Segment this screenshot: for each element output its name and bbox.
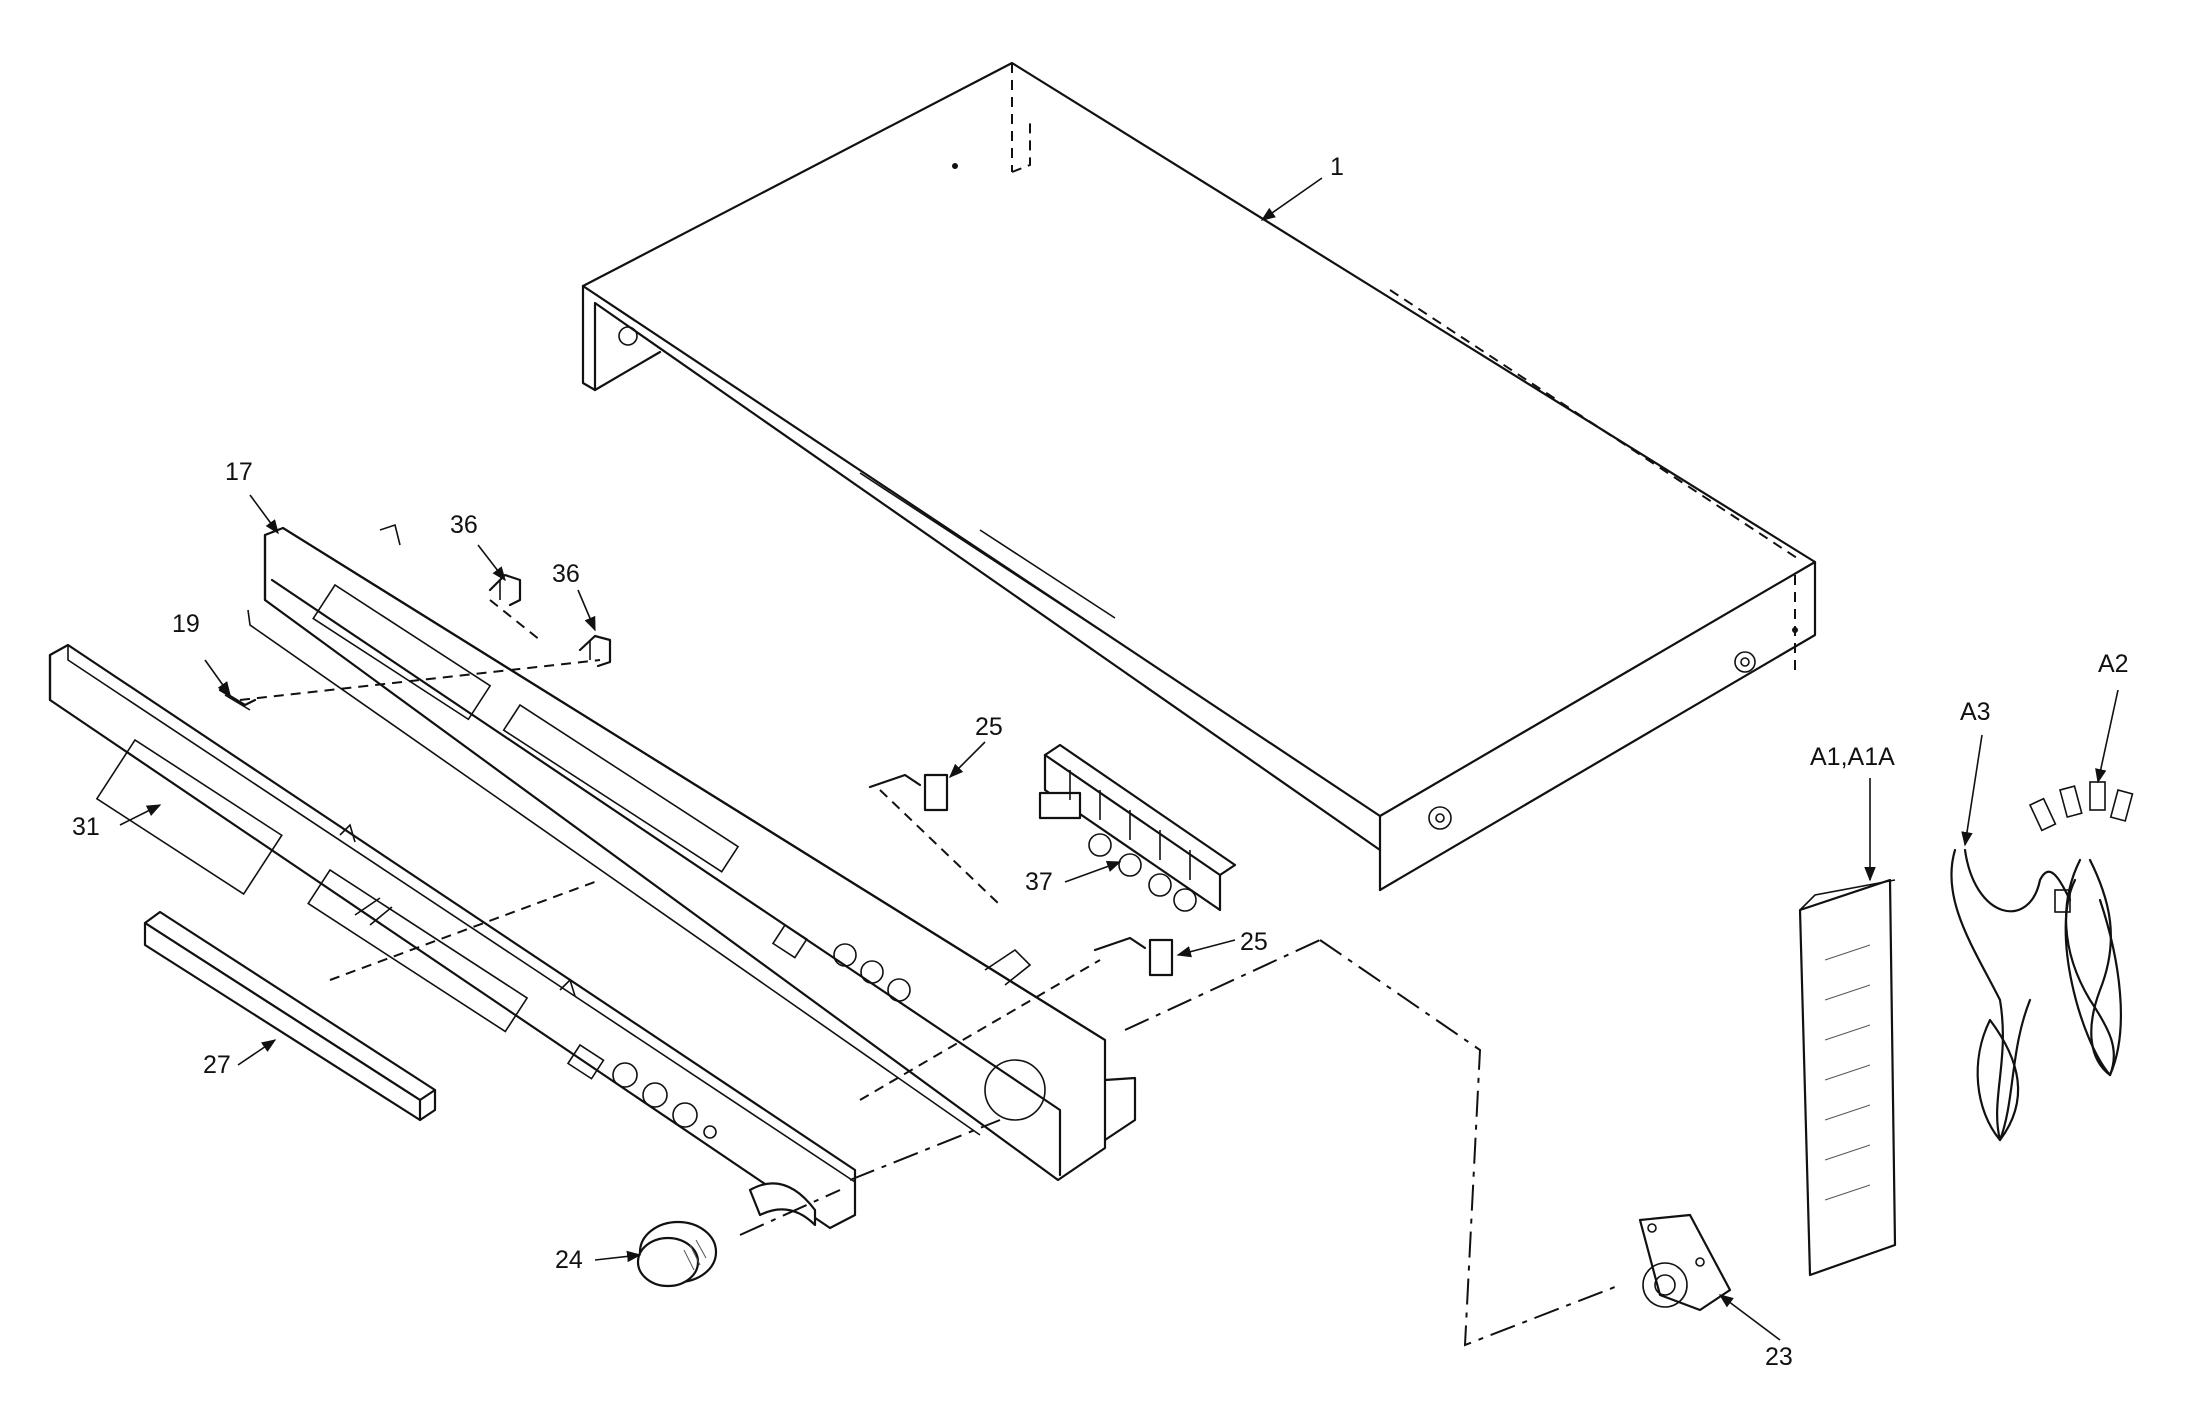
- label-a2: A2: [2098, 650, 2129, 678]
- label-24: 24: [555, 1246, 583, 1274]
- label-25a: 25: [975, 713, 1003, 741]
- power-cable-part-a3: [1950, 848, 2072, 1142]
- part-labels: 1 17 36 36 19 31 27 25 25 37 24 23 A1,A1…: [72, 153, 2129, 1371]
- label-a1: A1,A1A: [1810, 743, 1895, 771]
- label-a3: A3: [1960, 698, 1991, 726]
- label-36a: 36: [450, 511, 478, 539]
- clip-part-36b: [578, 634, 612, 668]
- switch-part-25b: [1093, 936, 1174, 977]
- control-board-part-37: [1038, 743, 1237, 912]
- front-chassis-part-17: [247, 523, 1137, 1182]
- label-1: 1: [1330, 153, 1344, 181]
- front-panel-part-31: [48, 643, 857, 1230]
- label-27: 27: [203, 1051, 231, 1079]
- leader-arrows: [119, 177, 2119, 1341]
- label-25b: 25: [1240, 928, 1268, 956]
- label-17: 17: [225, 458, 253, 486]
- bracket-part-19: [218, 688, 257, 711]
- speaker-mount-part-23: [1638, 1213, 1732, 1312]
- assembly-guide-lines: [239, 599, 1621, 1347]
- label-37: 37: [1025, 868, 1053, 896]
- knob-part-24: [636, 1220, 718, 1288]
- label-23: 23: [1765, 1343, 1793, 1371]
- label-31: 31: [72, 813, 100, 841]
- display-window-part-27: [143, 910, 437, 1122]
- switch-part-25a: [868, 773, 949, 812]
- top-cover-part-1: [581, 61, 1817, 892]
- label-19: 19: [172, 610, 200, 638]
- av-cable-part-a2: [2028, 781, 2134, 1077]
- remote-control-part-a1: [1798, 878, 1897, 1277]
- label-36b: 36: [552, 560, 580, 588]
